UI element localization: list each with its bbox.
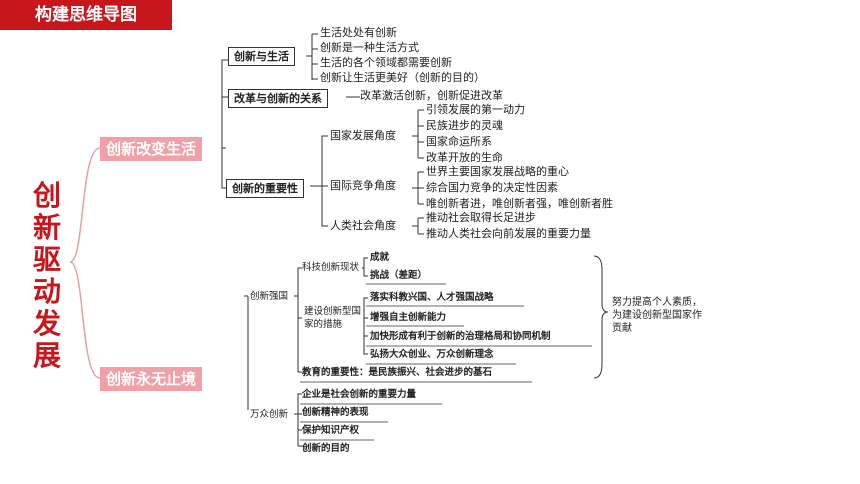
section-label-change-life: 创新改变生活 bbox=[100, 137, 203, 161]
main-title-char: 展 bbox=[32, 339, 61, 372]
item: 保护知识产权 bbox=[302, 425, 360, 436]
item: 世界主要国家发展战略的重心 bbox=[426, 165, 569, 178]
item: 综合国力竞争的决定性因素 bbox=[426, 181, 558, 194]
header-tag: 构建思维导图 bbox=[0, 0, 172, 30]
box-innovation-life: 创新与生活 bbox=[228, 47, 295, 66]
sub-heading: 国家发展角度 bbox=[330, 129, 396, 142]
item: 推动社会取得长足进步 bbox=[426, 211, 536, 224]
main-title-char: 新 bbox=[32, 211, 61, 244]
main-title: 创 新 驱 动 发 展 bbox=[32, 180, 62, 372]
item: 生活处处有创新 bbox=[320, 26, 397, 39]
box-importance: 创新的重要性 bbox=[226, 179, 304, 198]
node-mass-innovation: 万众创新 bbox=[250, 409, 289, 420]
item: 推动人类社会向前发展的重要力量 bbox=[426, 227, 591, 240]
item: 弘扬大众创业、万众创新理念 bbox=[370, 349, 494, 360]
main-title-char: 发 bbox=[32, 307, 61, 340]
item: 改革开放的生命 bbox=[426, 151, 503, 164]
sub-heading: 国际竞争角度 bbox=[330, 179, 396, 192]
item: 企业是社会创新的重要力量 bbox=[302, 389, 417, 400]
item: 加快形成有利于创新的治理格局和协同机制 bbox=[370, 331, 551, 342]
item: 国家命运所系 bbox=[426, 135, 492, 148]
node-tech-status: 科技创新现状 bbox=[302, 262, 360, 273]
item: 落实科教兴国、人才强国战略 bbox=[370, 292, 494, 303]
node-measures: 建设创新型国家的措施 bbox=[304, 306, 362, 330]
item: 创新的目的 bbox=[302, 443, 350, 454]
item: 生活的各个领域都需要创新 bbox=[320, 56, 452, 69]
item: 成就 bbox=[370, 252, 390, 263]
item: 唯创新者进，唯创新者强，唯创新者胜 bbox=[426, 197, 613, 210]
item: 创新让生活更美好（创新的目的） bbox=[320, 71, 485, 84]
brace-note: 努力提高个人素质，为建设创新型国家作贡献 bbox=[612, 297, 702, 334]
main-title-char: 驱 bbox=[32, 243, 61, 276]
item: 挑战（差距） bbox=[370, 270, 428, 281]
section-label-endless: 创新永无止境 bbox=[100, 367, 203, 391]
item: 增强自主创新能力 bbox=[370, 312, 447, 323]
item: 改革激活创新，创新促进改革 bbox=[360, 89, 503, 102]
node-education: 教育的重要性：是民族振兴、社会进步的基石 bbox=[302, 367, 493, 378]
sub-heading: 人类社会角度 bbox=[330, 219, 396, 232]
item: 创新是一种生活方式 bbox=[320, 41, 419, 54]
node-strong-country: 创新强国 bbox=[250, 291, 289, 302]
item: 引领发展的第一动力 bbox=[426, 103, 525, 116]
main-title-char: 动 bbox=[32, 275, 61, 308]
box-reform-relation: 改革与创新的关系 bbox=[228, 89, 328, 108]
main-title-char: 创 bbox=[32, 179, 61, 212]
item: 民族进步的灵魂 bbox=[426, 119, 503, 132]
item: 创新精神的表现 bbox=[302, 407, 369, 418]
